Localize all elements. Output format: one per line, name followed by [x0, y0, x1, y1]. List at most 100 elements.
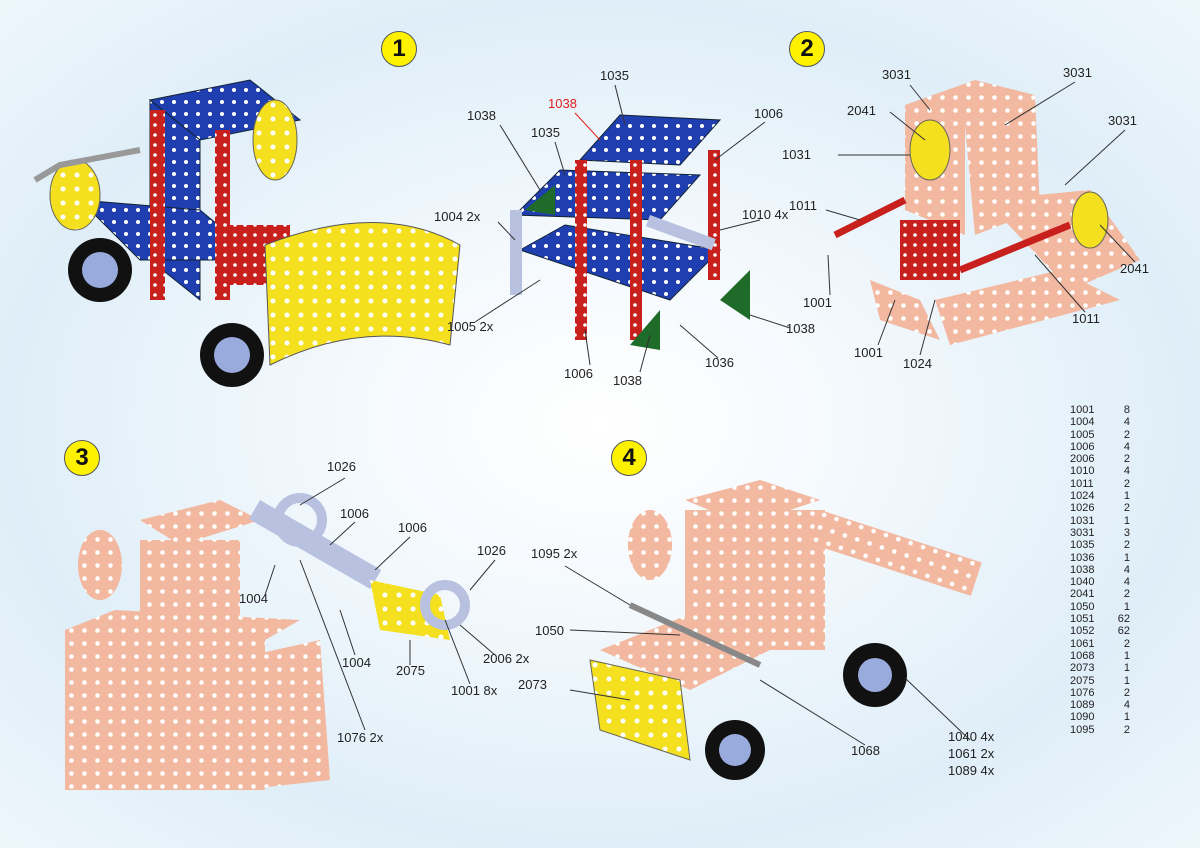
- part-code: 1005: [1070, 428, 1095, 441]
- part-code: 1031: [1070, 514, 1095, 527]
- parts-list-row: 3031 3: [1070, 527, 1130, 539]
- part-qty: 3: [1123, 526, 1130, 539]
- parts-list-row: 1051 62: [1070, 613, 1130, 625]
- part-label: 1035: [531, 125, 560, 140]
- part-code: 1001: [1070, 404, 1095, 416]
- parts-list-row: 1005 2: [1070, 429, 1130, 441]
- part-qty: 2: [1123, 723, 1130, 736]
- part-qty: 4: [1123, 416, 1130, 429]
- part-label: 1011: [789, 198, 817, 213]
- part-qty: 1: [1123, 490, 1130, 503]
- part-code: 1095: [1070, 723, 1095, 736]
- part-code: 2006: [1070, 453, 1095, 466]
- part-qty: 2: [1123, 428, 1130, 441]
- part-label: 1004: [342, 655, 371, 670]
- part-code: 1026: [1070, 502, 1095, 515]
- part-label: 1068: [851, 743, 880, 758]
- part-label: 1001 8x: [451, 683, 498, 698]
- parts-list-row: 1050 1: [1070, 601, 1130, 613]
- part-label: 1031: [782, 147, 811, 162]
- part-label: 2006 2x: [483, 651, 530, 666]
- part-label: 2073: [518, 677, 547, 692]
- part-label: 1036: [705, 355, 734, 370]
- step2-model: [833, 80, 1140, 345]
- part-code: 1006: [1070, 440, 1095, 453]
- part-code: 1011: [1070, 477, 1094, 490]
- part-qty: 1: [1123, 514, 1130, 527]
- part-code: 1024: [1070, 490, 1095, 503]
- parts-list-row: 1052 62: [1070, 625, 1130, 637]
- part-code: 1040: [1070, 576, 1095, 589]
- part-code: 1052: [1070, 625, 1095, 638]
- part-qty: 2: [1123, 453, 1130, 466]
- parts-list-row: 1010 4: [1070, 465, 1130, 477]
- part-label: 1095 2x: [531, 546, 578, 561]
- part-qty: 62: [1117, 613, 1130, 626]
- part-label: 1001: [803, 295, 832, 310]
- part-code: 1010: [1070, 465, 1095, 478]
- step-badge-1: 1: [381, 31, 417, 67]
- part-label: 2041: [847, 103, 876, 118]
- part-qty: 1: [1123, 711, 1130, 724]
- part-label: 1026: [327, 459, 356, 474]
- parts-list-row: 1061 2: [1070, 638, 1130, 650]
- part-qty: 4: [1123, 699, 1130, 712]
- parts-list-row: 1076 2: [1070, 687, 1130, 699]
- step-badge-2: 2: [789, 31, 825, 67]
- part-code: 1004: [1070, 416, 1095, 429]
- step4-model: [589, 480, 982, 780]
- part-label: 3031: [1063, 65, 1092, 80]
- parts-list-row: 1024 1: [1070, 490, 1130, 502]
- part-code: 1051: [1070, 613, 1095, 626]
- part-code: 1076: [1070, 686, 1095, 699]
- part-qty: 1: [1123, 662, 1130, 675]
- part-code: 3031: [1070, 526, 1095, 539]
- part-qty: 1: [1123, 551, 1130, 564]
- part-qty: 2: [1123, 502, 1130, 515]
- part-qty: 1: [1123, 600, 1130, 613]
- parts-list-row: 2006 2: [1070, 453, 1130, 465]
- part-label: 1038: [786, 321, 815, 336]
- part-label: 1024: [903, 356, 932, 371]
- part-code: 2075: [1070, 674, 1095, 687]
- part-label: 1061 2x: [948, 746, 995, 761]
- part-label: 1038: [548, 96, 577, 111]
- part-label: 2075: [396, 663, 425, 678]
- part-label: 1050: [535, 623, 564, 638]
- part-label: 1011: [1072, 311, 1100, 326]
- parts-list-row: 1095 2: [1070, 724, 1130, 736]
- part-qty: 4: [1123, 465, 1130, 478]
- leader-lines: [264, 81, 1136, 746]
- part-code: 1089: [1070, 699, 1095, 712]
- part-code: 1038: [1070, 563, 1095, 576]
- part-qty: 4: [1123, 440, 1130, 453]
- part-label: 2041: [1120, 261, 1149, 276]
- part-qty: 4: [1123, 563, 1130, 576]
- step1-frame: [510, 114, 750, 350]
- part-label: 1005 2x: [447, 319, 494, 334]
- part-qty: 62: [1117, 625, 1130, 638]
- part-label: 1006: [398, 520, 427, 535]
- part-label: 1038: [613, 373, 642, 388]
- part-label: 1035: [600, 68, 629, 83]
- step1-model: [33, 79, 461, 387]
- part-label: 3031: [1108, 113, 1137, 128]
- part-code: 1061: [1070, 637, 1095, 650]
- part-label: 1006: [564, 366, 593, 381]
- part-label: 1026: [477, 543, 506, 558]
- parts-list-row: 1089 4: [1070, 699, 1130, 711]
- part-qty: 2: [1123, 686, 1130, 699]
- part-code: 1050: [1070, 600, 1095, 613]
- part-qty: 2: [1123, 637, 1130, 650]
